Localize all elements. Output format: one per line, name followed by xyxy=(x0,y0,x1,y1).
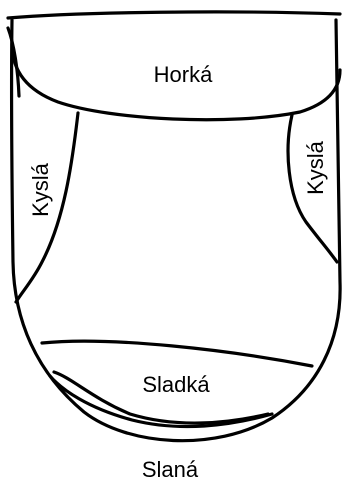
left-sour-region-label: Kyslá xyxy=(28,162,53,217)
salty-region-label: Slaná xyxy=(142,457,199,482)
top-edge-line xyxy=(8,12,340,18)
sweet-region-upper-boundary xyxy=(42,341,312,366)
bitter-region-label: Horká xyxy=(154,62,213,87)
sweet-region-label: Sladká xyxy=(142,372,210,397)
right-sour-region-label: Kyslá xyxy=(303,140,328,195)
